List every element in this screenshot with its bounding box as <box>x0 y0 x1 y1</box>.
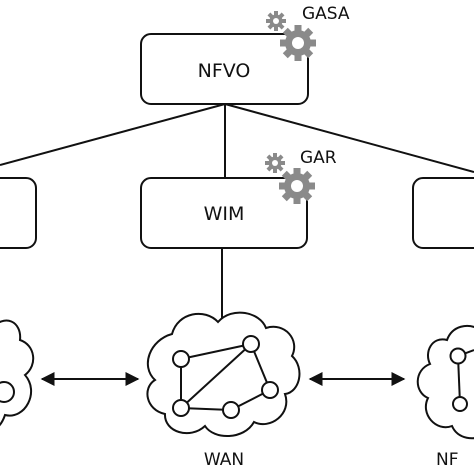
right-cloud-label: NF <box>436 450 459 470</box>
gear-small-icon <box>266 11 286 31</box>
link-nfvo-left <box>0 103 226 166</box>
left-cloud-node-icon <box>0 381 15 403</box>
right-cloud-node-icon <box>449 347 467 365</box>
wan-label: WAN <box>204 450 244 470</box>
right-cloud-shape <box>416 324 474 440</box>
left-node-box <box>0 177 37 249</box>
gear-large-icon <box>279 168 315 204</box>
wan-network-nodes <box>172 335 279 419</box>
gasa-label: GASA <box>302 4 350 24</box>
left-cloud-shape <box>0 319 35 427</box>
wan-node-icon <box>172 350 190 368</box>
wan-node-icon <box>172 399 190 417</box>
wim-box <box>140 177 308 249</box>
link-nfvo-right <box>224 103 474 173</box>
right-cloud: NF <box>416 324 474 470</box>
gear-small-icon <box>265 153 285 173</box>
gar-gears-icon <box>265 153 315 204</box>
gasa-gears-icon <box>266 11 316 61</box>
wan-node-icon <box>242 335 260 353</box>
hierarchy-links <box>0 103 474 330</box>
nfvo-box <box>140 33 309 105</box>
wan-node-icon <box>222 401 240 419</box>
wan-cloud-shape <box>146 311 301 438</box>
gear-large-icon <box>280 25 316 61</box>
wim-node: WIM <box>140 177 308 249</box>
nfvo-label: NFVO <box>198 60 251 82</box>
left-cloud <box>0 319 35 427</box>
right-node-box <box>412 177 474 249</box>
gar-label: GAR <box>300 148 337 168</box>
wim-label: WIM <box>204 203 245 225</box>
wan-node-icon <box>261 381 279 399</box>
wan-cloud: WAN <box>146 311 301 470</box>
nfvo-node: NFVO <box>140 33 309 105</box>
right-cloud-node-icon <box>452 396 468 412</box>
